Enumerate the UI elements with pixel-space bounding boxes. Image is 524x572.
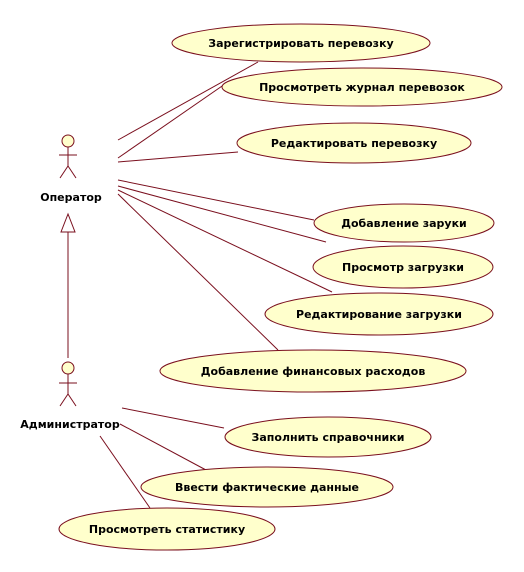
- operator-head-icon: [61, 134, 75, 148]
- use-case-edit-transport[interactable]: Редактировать перевозку: [236, 122, 472, 164]
- use-case-edit-transport-label: Редактировать перевозку: [271, 137, 437, 150]
- use-case-view-stats-label: Просмотреть статистику: [89, 523, 245, 536]
- assoc-admin-fill-refs: [121, 407, 225, 429]
- use-case-view-load-shape: [312, 245, 494, 289]
- generalization-arrow: [60, 212, 76, 358]
- assoc-operator-edit-load: [117, 189, 333, 293]
- use-case-view-log[interactable]: Просмотреть журнал перевозок: [221, 67, 503, 107]
- assoc-operator-add-expenses: [117, 193, 279, 351]
- operator-right-leg: [67, 165, 77, 179]
- assoc-operator-view-load: [117, 185, 327, 243]
- use-case-view-stats[interactable]: Просмотреть статистику: [58, 507, 276, 551]
- administrator-head-icon: [61, 361, 75, 375]
- actor-administrator[interactable]: Администратор: [20, 361, 120, 431]
- use-case-edit-load[interactable]: Редактирование загрузки: [264, 292, 494, 336]
- actor-operator-label: Оператор: [40, 191, 102, 204]
- use-case-fill-refs-shape: [224, 416, 432, 458]
- use-case-register-label: Зарегистрировать перевозку: [208, 37, 393, 50]
- use-case-add-load[interactable]: Добавление заруки: [313, 203, 495, 243]
- use-case-view-stats-shape: [58, 507, 276, 551]
- use-case-view-load-label: Просмотр загрузки: [342, 261, 464, 274]
- use-case-edit-load-label: Редактирование загрузки: [296, 308, 462, 321]
- use-case-add-load-shape: [313, 203, 495, 243]
- administrator-right-leg: [67, 393, 77, 407]
- use-case-enter-actual-label: Ввести фактические данные: [175, 481, 359, 494]
- use-case-view-log-shape: [221, 67, 503, 107]
- assoc-admin-enter-actual: [119, 423, 207, 471]
- use-case-view-log-label: Просмотреть журнал перевозок: [259, 81, 465, 94]
- assoc-operator-add-load: [117, 179, 315, 221]
- operator-left-leg: [59, 165, 69, 179]
- assoc-operator-edit-transport: [117, 151, 239, 163]
- actor-administrator-label: Администратор: [20, 418, 120, 431]
- use-case-register-shape: [171, 23, 431, 63]
- assoc-operator-register: [117, 61, 259, 141]
- use-case-register[interactable]: Зарегистрировать перевозку: [171, 23, 431, 63]
- use-case-fill-refs-label: Заполнить справочники: [252, 431, 405, 444]
- use-case-add-load-label: Добавление заруки: [341, 217, 467, 230]
- admin-associations: [99, 407, 225, 509]
- use-case-add-expenses[interactable]: Добавление финансовых расходов: [159, 349, 467, 393]
- assoc-operator-view-log: [117, 83, 226, 159]
- actor-operator[interactable]: Оператор: [40, 134, 102, 204]
- use-case-view-load[interactable]: Просмотр загрузки: [312, 245, 494, 289]
- operator-associations: [117, 61, 333, 351]
- use-case-enter-actual-shape: [140, 466, 394, 508]
- administrator-left-leg: [59, 393, 69, 407]
- use-case-add-expenses-label: Добавление финансовых расходов: [201, 365, 426, 378]
- generalization-arrowhead: [60, 212, 76, 233]
- use-case-fill-refs[interactable]: Заполнить справочники: [224, 416, 432, 458]
- use-case-add-expenses-shape: [159, 349, 467, 393]
- use-case-enter-actual[interactable]: Ввести фактические данные: [140, 466, 394, 508]
- use-case-edit-transport-shape: [236, 122, 472, 164]
- use-case-edit-load-shape: [264, 292, 494, 336]
- assoc-admin-view-stats: [99, 435, 151, 509]
